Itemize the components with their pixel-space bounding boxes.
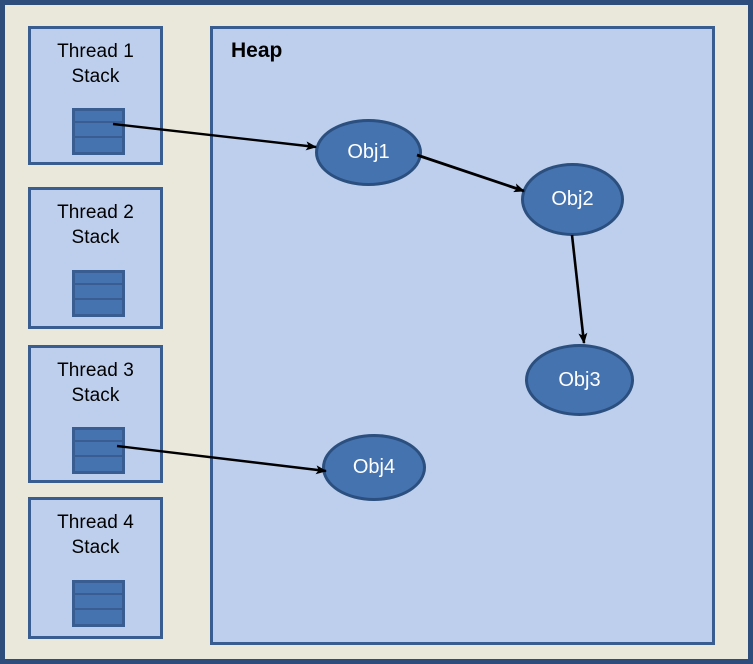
thread-stack-label-1: Thread 1 Stack [57, 41, 134, 87]
stack-frames-icon-4 [72, 580, 125, 627]
stack-frame-segment [75, 125, 122, 138]
stack-frame-segment [75, 140, 122, 152]
stack-frame-segment [75, 273, 122, 285]
stack-frames-icon-2 [72, 270, 125, 317]
thread-stack-label-2: Thread 2 Stack [57, 202, 134, 248]
stack-frame-segment [75, 444, 122, 457]
heap-object-obj3[interactable]: Obj3 [525, 344, 634, 416]
stack-frame-segment [75, 597, 122, 610]
heap-object-obj1[interactable]: Obj1 [315, 119, 422, 186]
heap-object-label: Obj3 [558, 368, 601, 391]
stack-frame-segment [75, 111, 122, 123]
heap-object-obj2[interactable]: Obj2 [521, 163, 624, 236]
stack-frame-segment [75, 287, 122, 300]
heap-object-label: Obj4 [352, 456, 396, 478]
heap-object-label: Obj2 [551, 188, 594, 210]
stack-frame-segment [75, 430, 122, 442]
thread-stack-box-3[interactable]: Thread 3 Stack [28, 345, 163, 483]
stack-frame-segment [75, 583, 122, 595]
thread-stack-label-4: Thread 4 Stack [57, 512, 134, 558]
heap-object-obj4[interactable]: Obj4 [322, 434, 426, 501]
stack-frames-icon-3 [72, 427, 125, 474]
heap-title: Heap [231, 39, 283, 62]
stack-frame-segment [75, 302, 122, 314]
stack-frame-segment [75, 459, 122, 471]
stack-frames-icon-1 [72, 108, 125, 155]
stack-frame-segment [75, 612, 122, 624]
thread-stack-box-2[interactable]: Thread 2 Stack [28, 187, 163, 329]
heap-object-label: Obj1 [347, 141, 390, 163]
thread-stack-label-3: Thread 3 Stack [57, 360, 134, 406]
heap-container: Heap [210, 26, 715, 645]
thread-stack-box-1[interactable]: Thread 1 Stack [28, 26, 163, 165]
thread-stack-box-4[interactable]: Thread 4 Stack [28, 497, 163, 639]
